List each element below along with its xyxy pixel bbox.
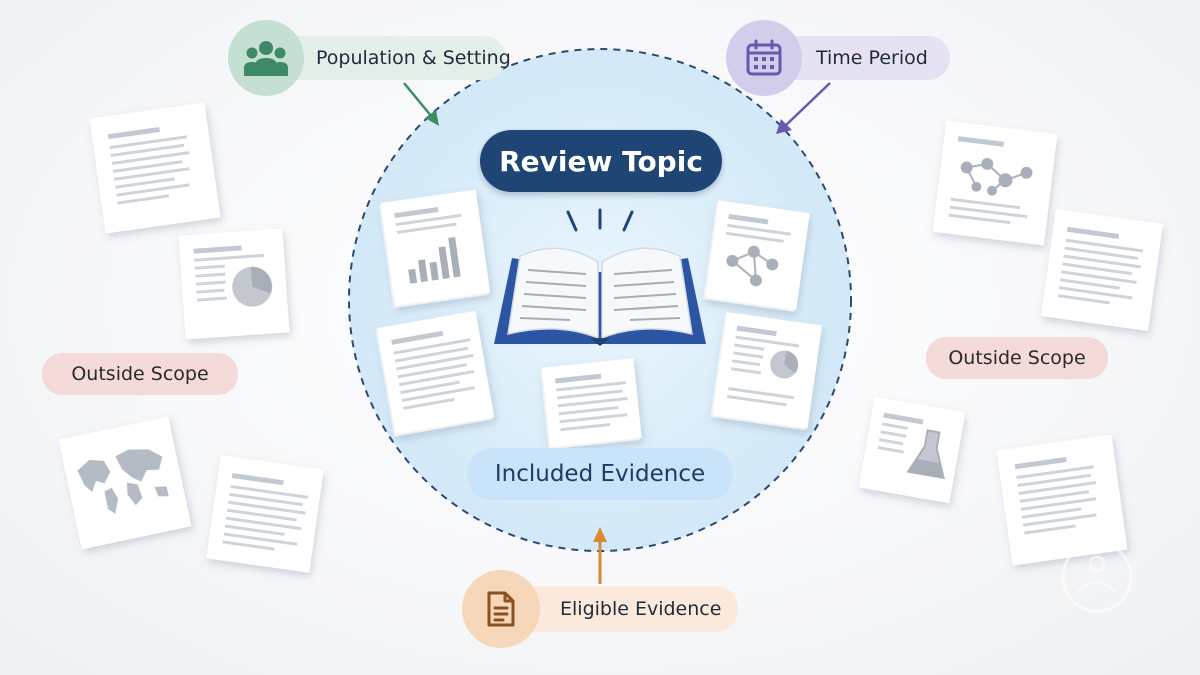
outside-document-right-flask	[858, 396, 966, 504]
outside-document-right-1	[1041, 209, 1163, 331]
world-map-icon	[77, 459, 111, 493]
eligible-evidence-text: Eligible Evidence	[560, 598, 722, 620]
included-document-bar-chart	[378, 189, 491, 309]
open-book-icon	[494, 208, 706, 346]
outside-document-right-2	[996, 434, 1128, 566]
outside-document-right-network	[932, 120, 1058, 246]
bar-chart-icon	[408, 236, 461, 284]
included-evidence-text: Included Evidence	[494, 461, 706, 487]
review-topic-badge: Review Topic	[480, 130, 722, 192]
review-topic-text: Review Topic	[499, 144, 703, 178]
included-document-text-bottom	[540, 358, 642, 450]
time-period-text: Time Period	[816, 47, 928, 69]
included-document-text-left	[375, 310, 495, 437]
included-document-pie	[710, 312, 823, 431]
population-setting-label: Population & Setting	[268, 36, 511, 80]
population-setting-text: Population & Setting	[316, 47, 511, 69]
logo-watermark-icon	[1061, 541, 1133, 613]
document-icon	[462, 570, 540, 648]
included-document-network	[702, 200, 810, 312]
outside-document-left-1	[89, 102, 221, 234]
network-icon	[726, 245, 779, 287]
outside-document-left-2	[206, 455, 324, 573]
outside-document-left-map	[58, 416, 192, 550]
outside-scope-text-left: Outside Scope	[71, 363, 209, 385]
outside-document-left-pie	[178, 228, 290, 340]
eligible-arrow	[593, 527, 607, 584]
outside-scope-text-right: Outside Scope	[948, 347, 1086, 369]
included-evidence-label: Included Evidence	[467, 448, 733, 500]
flask-icon	[906, 429, 945, 480]
outside-scope-label-left: Outside Scope	[42, 353, 238, 395]
people-icon	[228, 20, 304, 96]
time-arrow	[776, 82, 831, 134]
population-arrow	[403, 82, 439, 126]
outside-scope-label-right: Outside Scope	[926, 337, 1108, 379]
network-icon	[960, 157, 1033, 196]
calendar-icon	[726, 20, 802, 96]
